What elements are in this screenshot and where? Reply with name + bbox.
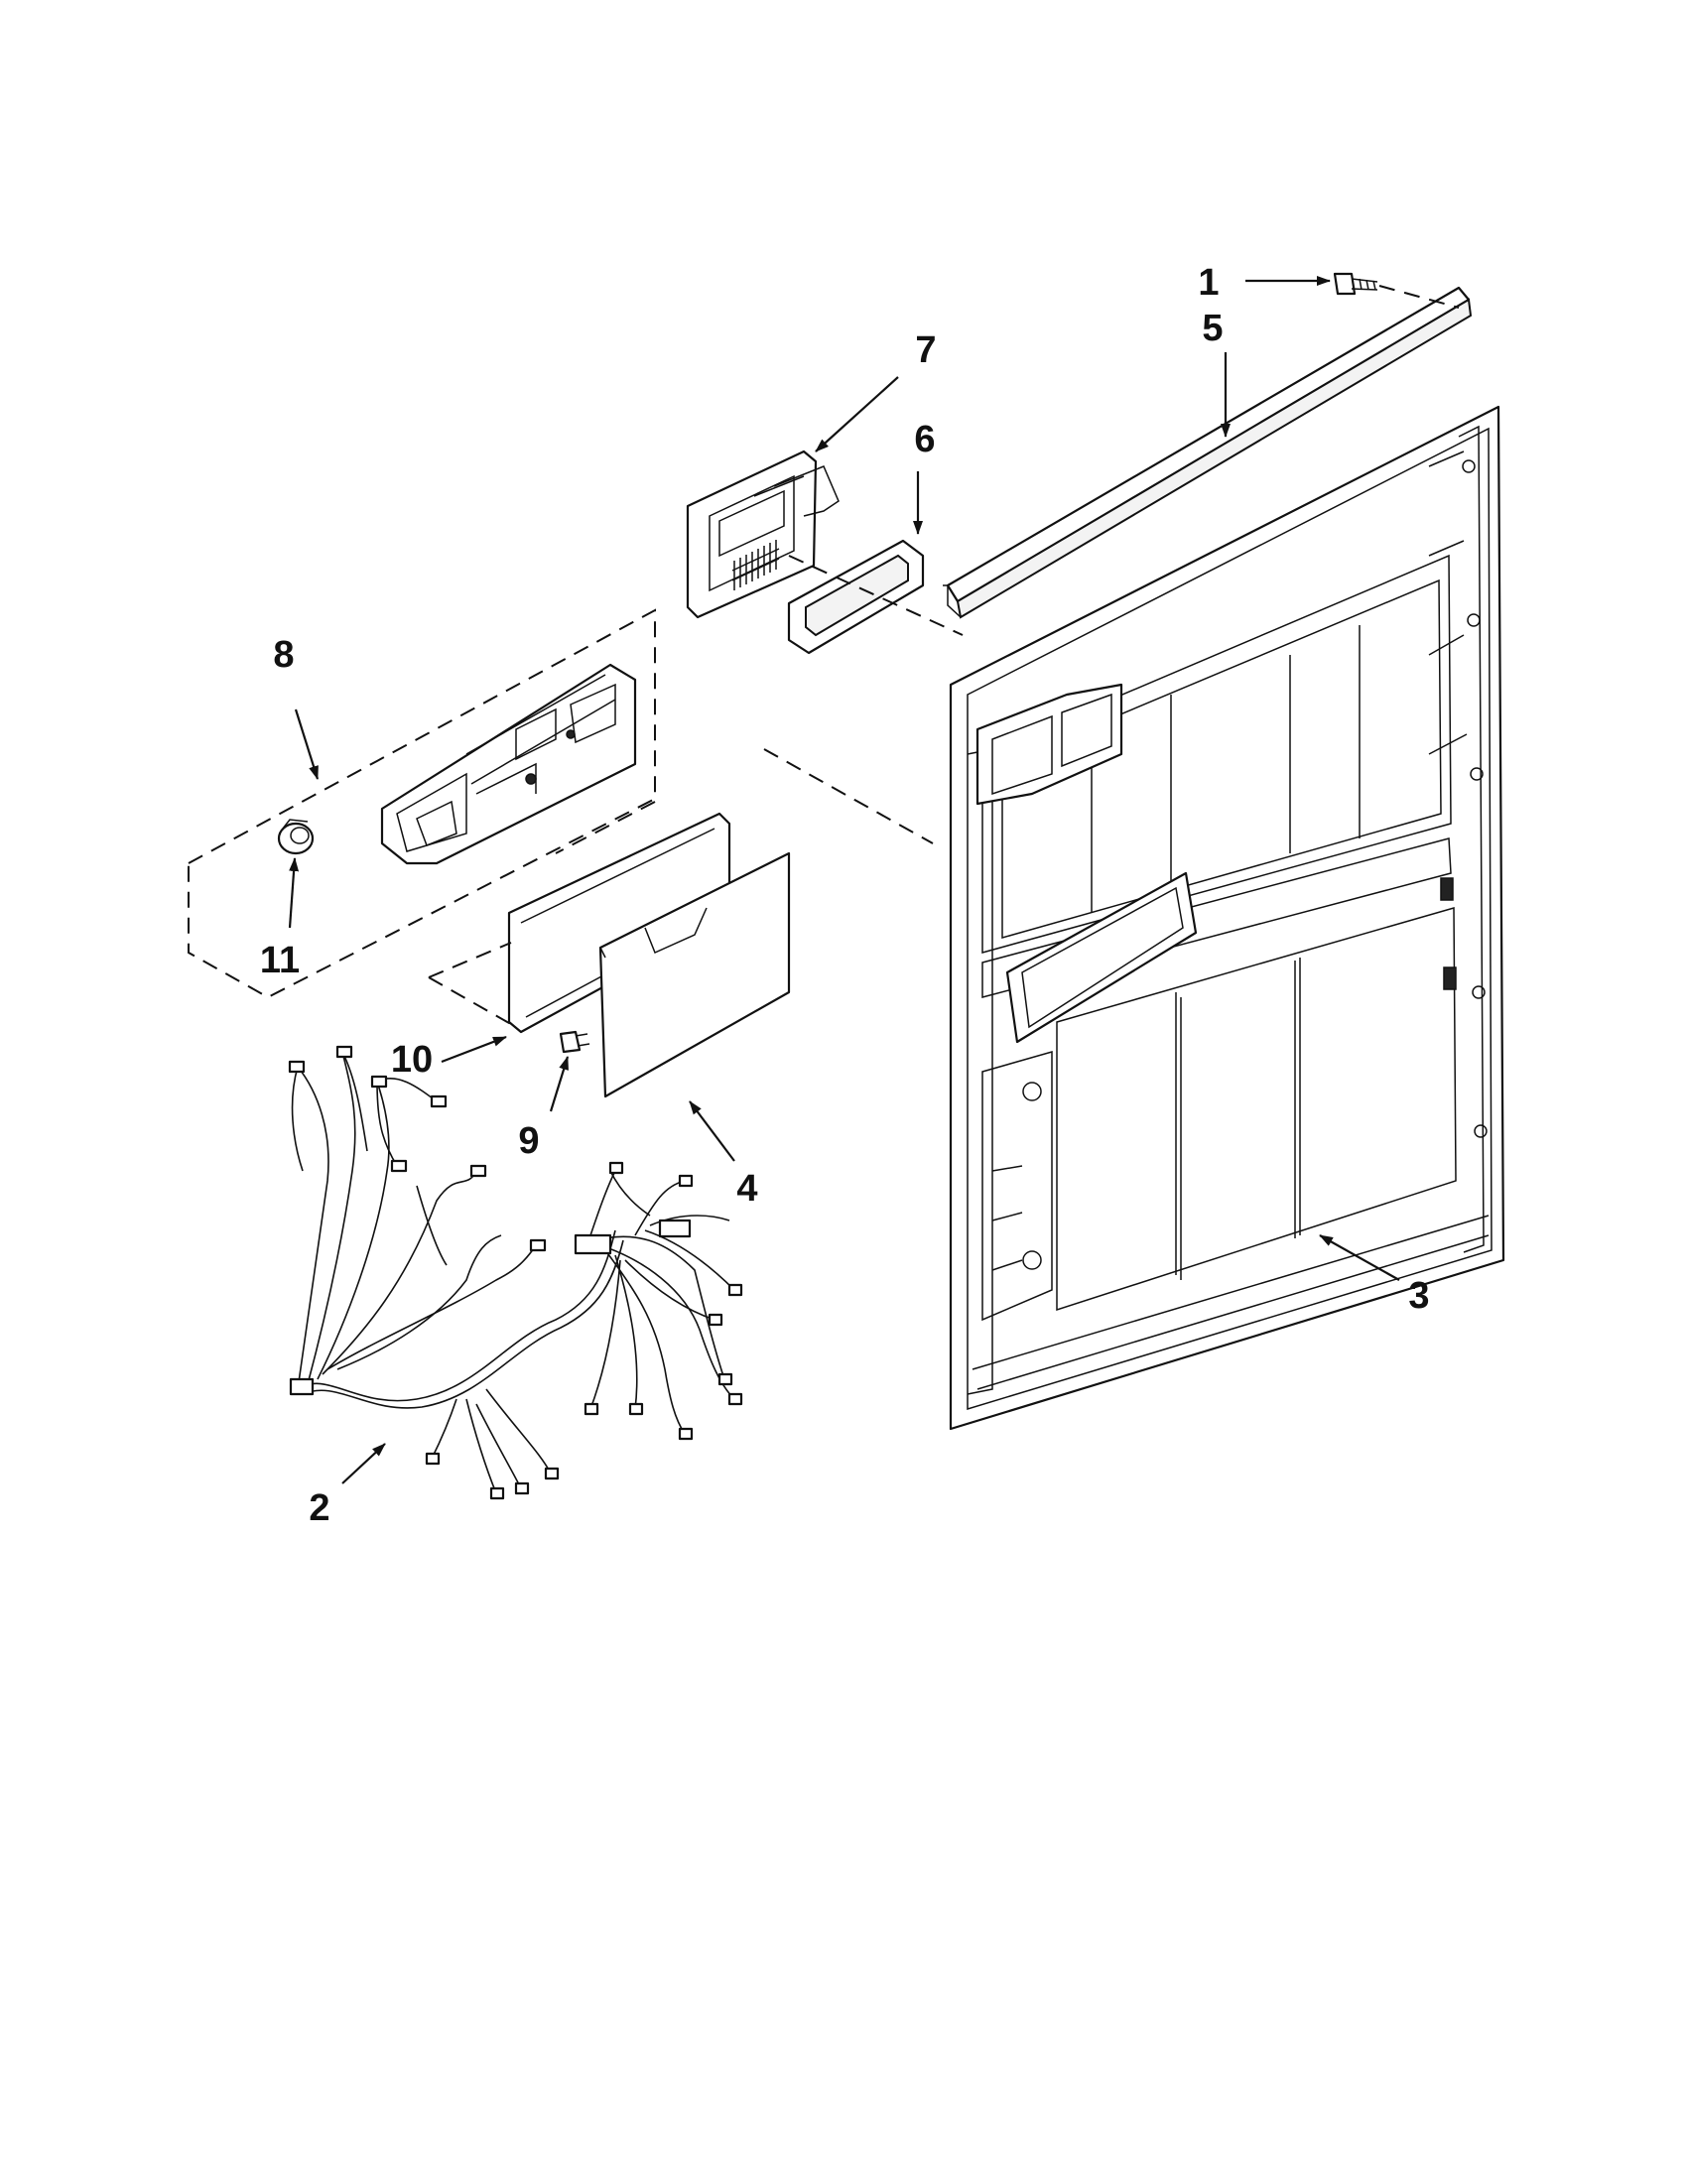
gasket: [787, 539, 925, 655]
cover-panel: [598, 851, 791, 1098]
callout-8: 8: [273, 634, 294, 676]
wire-harness: [288, 1045, 743, 1500]
callout-5: 5: [1202, 308, 1223, 349]
callout-labels: 1 5 7 6 8 11 10 9 4 3 2: [260, 262, 1430, 1529]
callout-9: 9: [518, 1120, 539, 1162]
callout-6: 6: [914, 419, 935, 460]
callout-3: 3: [1408, 1275, 1429, 1317]
top-trim-strip: [943, 286, 1473, 619]
dispenser-bracket: [686, 450, 840, 619]
callout-leaders: [288, 276, 1460, 1484]
callout-11: 11: [260, 940, 300, 981]
screw-9: [559, 1030, 590, 1054]
callout-10: 10: [391, 1039, 433, 1081]
callout-1: 1: [1198, 262, 1219, 304]
callout-4: 4: [736, 1168, 757, 1210]
screw-1: [1333, 272, 1378, 296]
alignment-lines: [428, 555, 964, 1028]
callout-7: 7: [915, 329, 936, 371]
spacer-11: [277, 819, 315, 855]
inner-door-panel: [949, 405, 1505, 1431]
callout-2: 2: [309, 1487, 329, 1529]
control-module-assembly: [188, 608, 656, 999]
